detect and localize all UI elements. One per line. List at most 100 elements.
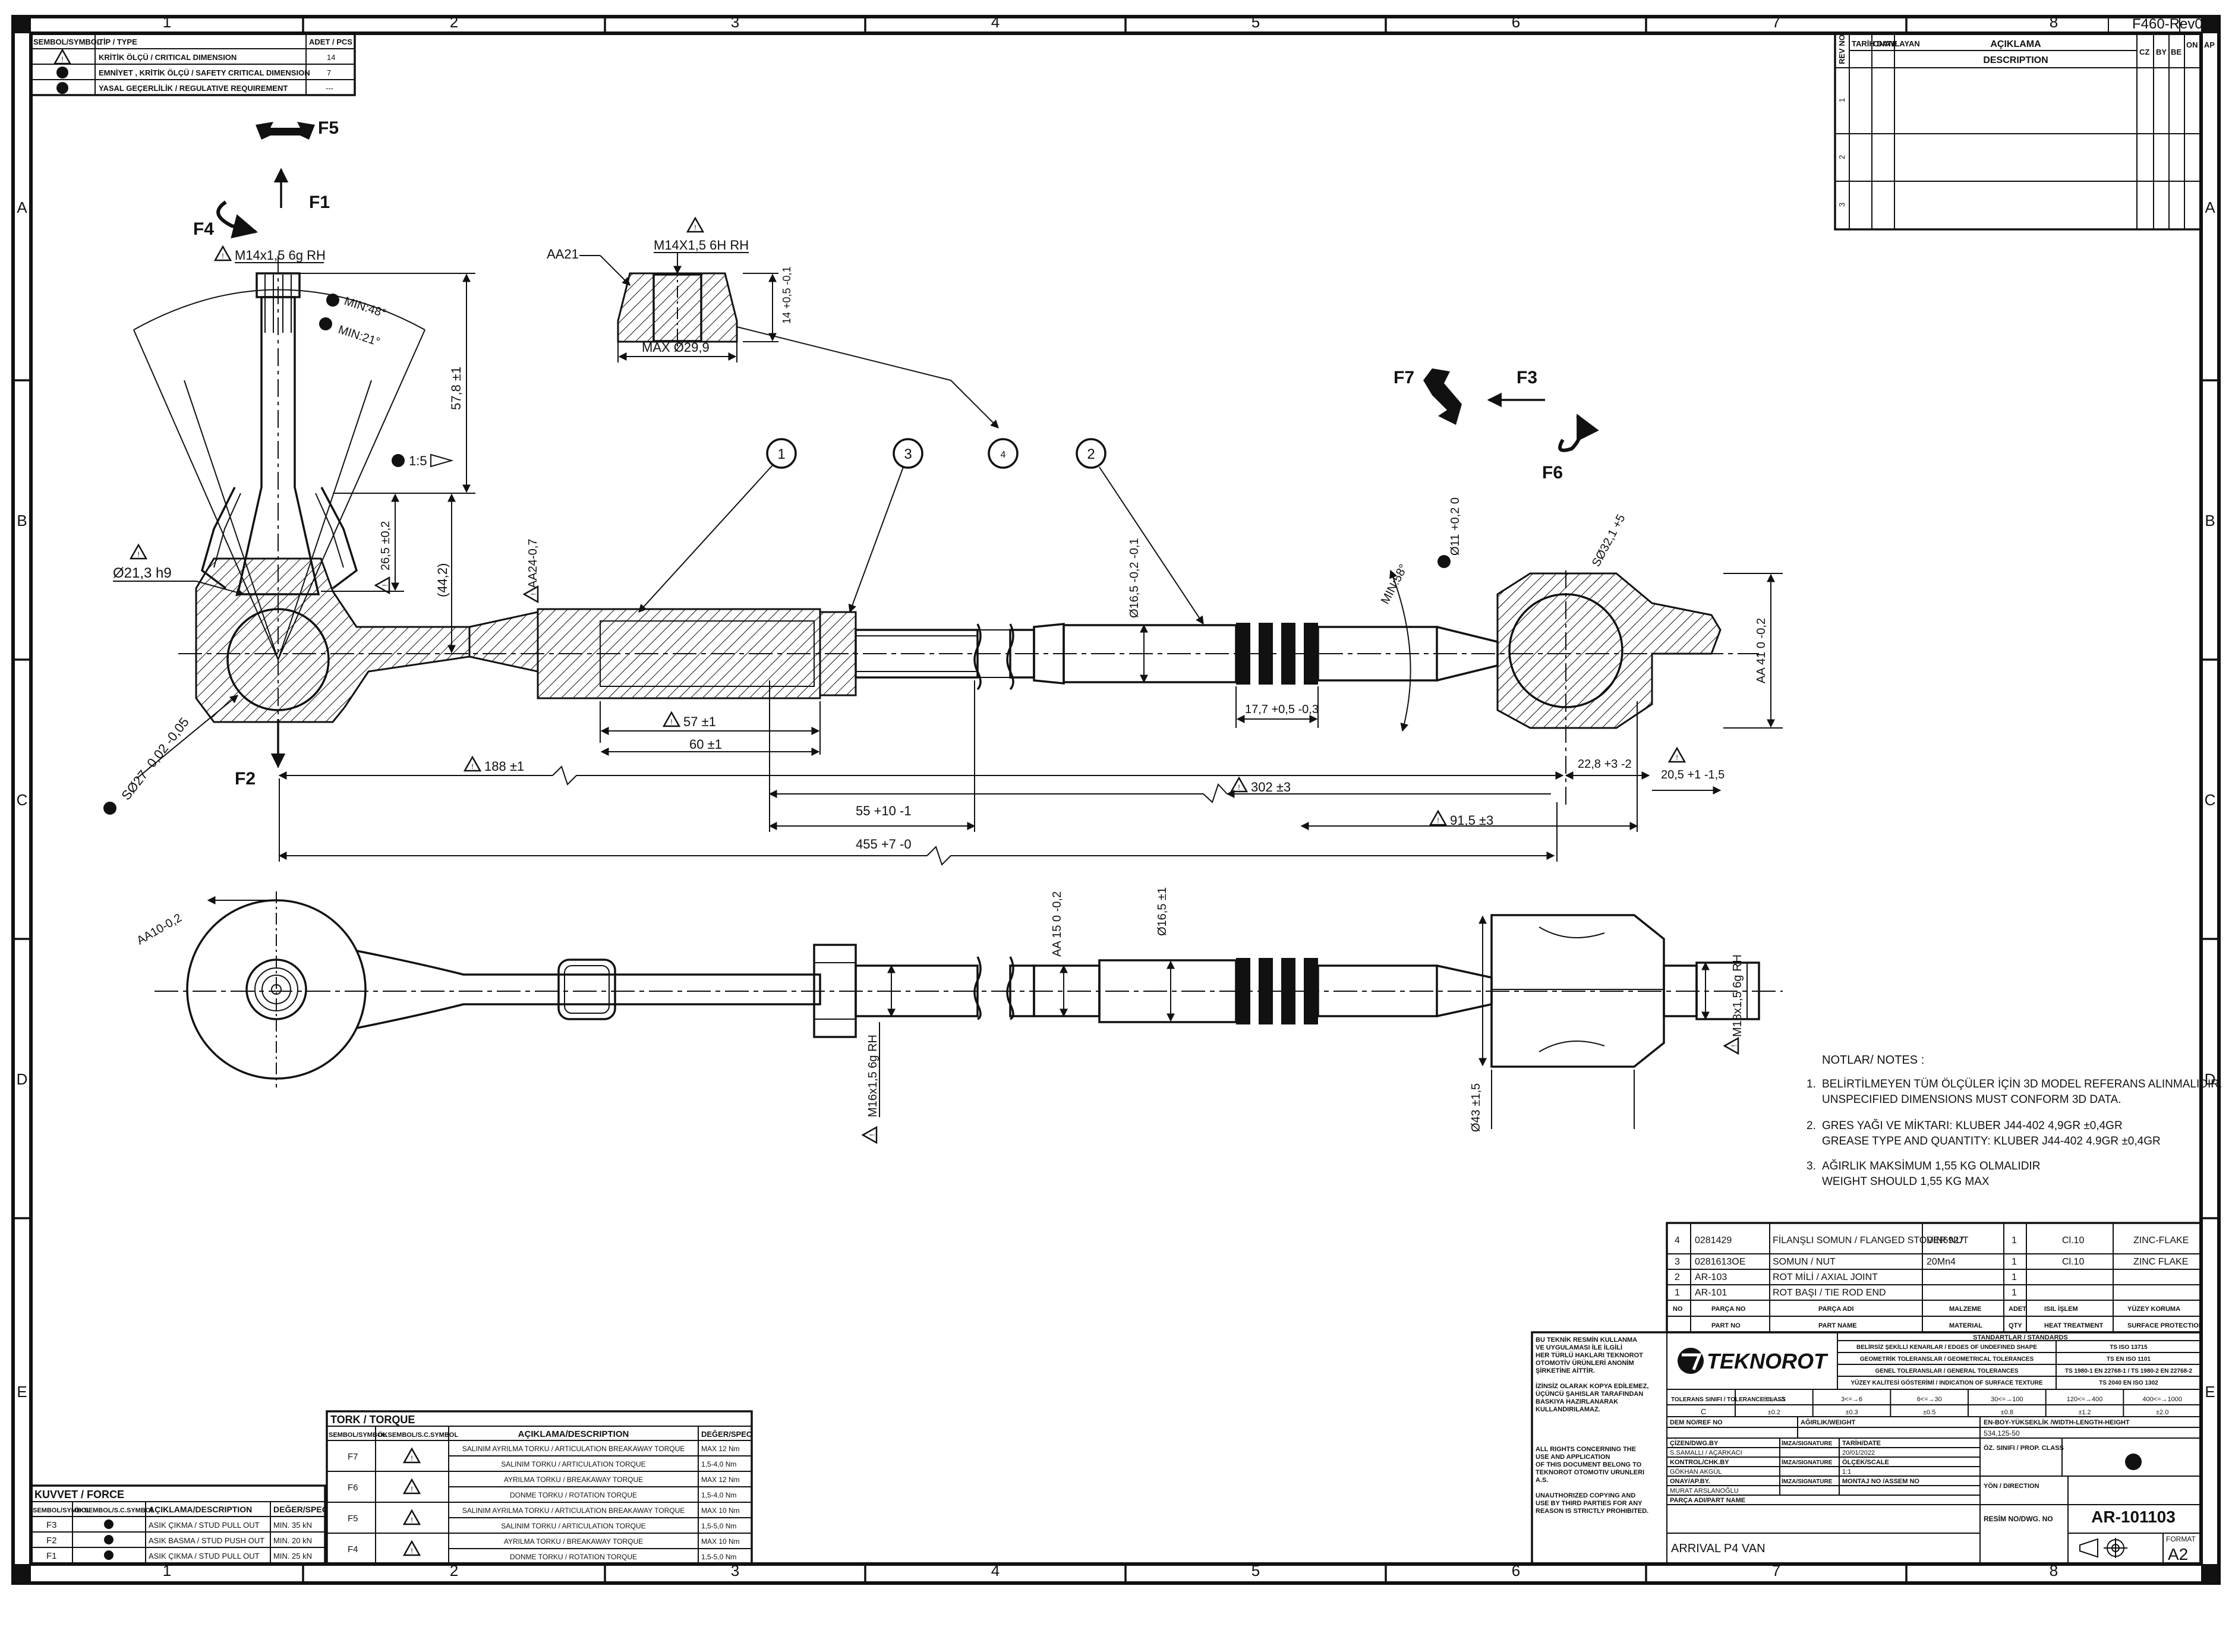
legal-text-en: A.S.: [1536, 1477, 1548, 1484]
prop-label: ÖZ. SINIFI / PROP. CLASS: [1984, 1444, 2064, 1452]
column-label: 7: [1772, 1562, 1780, 1580]
bom-cell-mat: DIN6927: [1927, 1235, 1964, 1246]
rev-row-no: 2: [1837, 155, 1846, 159]
balloon-label: 4: [1001, 450, 1006, 460]
bom-header-tr: YÜZEY KORUMA: [2127, 1305, 2180, 1313]
rev-desc-header-tr: AÇIKLAMA: [1990, 39, 2041, 49]
legal-text-en: ALL RIGHTS CONCERNING THE: [1536, 1446, 1636, 1453]
force-row-spec: MIN. 35 kN: [273, 1521, 312, 1530]
column-label: 4: [991, 1562, 1000, 1580]
column-label: 2: [450, 13, 458, 31]
balloon-label: 1: [777, 446, 785, 462]
legal-text-en: TEKNOROT OTOMOTIV URUNLERI: [1536, 1469, 1644, 1476]
dir-label: YÖN / DIRECTION: [1984, 1482, 2039, 1490]
bom-header-en: HEAT TREATMENT: [2044, 1322, 2103, 1329]
rev-header-by: BY: [2156, 48, 2167, 56]
standard-value: TS 1980-1 EN 22768-1 / TS 1980-2 EN 2276…: [2065, 1368, 2192, 1374]
bom-cell-heat: Cl.10: [2062, 1257, 2084, 1267]
torque-row-spec: 1,5-4,0 Nm: [701, 1491, 736, 1499]
dim-d43: Ø43 ±1,5: [1470, 1083, 1483, 1132]
force-label: F3: [1517, 368, 1537, 387]
column-label: 5: [1251, 13, 1260, 31]
dim-taper: 1:5: [409, 453, 427, 468]
force-header: SEMBOL/SYMBOL: [33, 1507, 90, 1514]
tol-range: 3<=→6: [1841, 1396, 1862, 1403]
dim-165b: Ø16,5 ±1: [1156, 887, 1169, 936]
dim-aa24: AA24-0,7: [527, 539, 540, 588]
bom-header-en: QTY: [2009, 1322, 2022, 1329]
company-name: TEKNOROT: [1707, 1349, 1829, 1373]
legend-header-pcs: ADET / PCS: [309, 37, 352, 46]
column-label: 1: [163, 1562, 171, 1580]
legal-text-tr: BASKIYA HAZIRLANARAK: [1536, 1398, 1618, 1405]
standard-label: GEOMETRİK TOLERANSLAR / GEOMETRICAL TOLE…: [1860, 1355, 2034, 1363]
legend-row-pcs: 14: [327, 53, 335, 62]
torque-row-symbol: F4: [348, 1544, 358, 1555]
force-table-title: KUVVET / FORCE: [34, 1489, 124, 1500]
dim-165: Ø16,5 -0,2 -0,1: [1128, 538, 1141, 618]
bom-header-en: PART NAME: [1818, 1322, 1857, 1329]
torque-row-symbol: F5: [348, 1514, 358, 1524]
bom-cell-name: SOMUN / NUT: [1773, 1257, 1836, 1267]
row-label: B: [17, 512, 27, 529]
rotation-arrow-icon: [216, 200, 258, 239]
dim-228: 22,8 +3 -2: [1578, 758, 1632, 771]
note-number: 3.: [1807, 1160, 1816, 1172]
torque-row-symbol: F6: [348, 1483, 358, 1493]
standard-label: BELİRSİZ ŞEKİLLİ KENARLAR / EDGES OF UND…: [1856, 1343, 2037, 1351]
column-label: 7: [1772, 13, 1780, 31]
section-view: [133, 256, 1759, 808]
force-arrows: F5 F1 F4 F2 F7 F3 F6: [193, 118, 1599, 789]
critical-dimension-icon: [53, 49, 71, 65]
torque-row-desc: AYRILMA TORKU / BREAKAWAY TORQUE: [504, 1476, 643, 1484]
sign-label: İMZA/SIGNATURE: [1782, 1458, 1833, 1466]
torque-table: TORK / TORQUE SEMBOL/SYMBOL ÖKSEMBOL/S.C…: [326, 1410, 753, 1565]
torque-header: SEMBOL/SYMBOL: [329, 1432, 386, 1439]
force-header: ÖKSEMBOL/S.C.SYMBOL: [74, 1506, 155, 1514]
force-row-spec: MIN. 25 kN: [273, 1552, 312, 1560]
legend-row-pcs: ---: [326, 84, 333, 93]
bom-header-en: SURFACE PROTECTION: [2127, 1322, 2203, 1329]
notes: NOTLAR/ NOTES : 1. BELİRTİLMEYEN TÜM ÖLÇ…: [1807, 1054, 2222, 1188]
symbol-legend-table: SEMBOL/SYMBOL TİP / TYPE ADET / PCS KRİT…: [30, 32, 356, 96]
force-header: DEĞER/SPEC: [273, 1504, 328, 1514]
dim-nut-dia: MAX Ø29,9: [642, 340, 710, 355]
size-value: 534,125-50: [1984, 1429, 2020, 1437]
torque-row-desc: DONME TORKU / ROTATION TORQUE: [510, 1553, 637, 1561]
dim-57: 57 ±1: [683, 714, 716, 729]
tol-class: C: [1701, 1407, 1706, 1416]
torque-header: AÇIKLAMA/DESCRIPTION: [518, 1429, 629, 1439]
bom-cell-mat: 20Mn4: [1927, 1257, 1956, 1267]
dim-302: 302 ±3: [1251, 780, 1291, 795]
torque-row-desc: SALINIM TORKU / ARTICULATION TORQUE: [501, 1460, 645, 1468]
bom-cell-no: 4: [1675, 1235, 1680, 1246]
torque-header: DEĞER/SPEC: [701, 1430, 752, 1439]
scale-label: ÖLÇEK/SCALE: [1842, 1458, 1889, 1466]
note-tr: AĞIRLIK MAKSİMUM 1,55 KG OLMALIDIR: [1822, 1159, 2040, 1172]
bom-header-tr: ADET: [2009, 1306, 2026, 1313]
bom-header-en: MATERIAL: [1949, 1322, 1982, 1329]
revision-code: F460-Rev03: [2132, 16, 2211, 32]
column-label: 6: [1512, 13, 1520, 31]
bom-cell-name: ROT BAŞI / TIE ROD END: [1773, 1288, 1886, 1298]
bom-header-tr: PARÇA NO: [1711, 1306, 1746, 1313]
rev-header-revno: REV NO: [1837, 34, 1846, 64]
approved-by: MURAT ARSLANOĞLU: [1670, 1487, 1739, 1495]
dim-d11: Ø11 +0,2 0: [1449, 497, 1462, 556]
sign-label: İMZA/SIGNATURE: [1782, 1477, 1833, 1485]
torque-row-desc: SALINIM AYRILMA TORKU / ARTICULATION BRE…: [462, 1445, 685, 1453]
dim-60: 60 ±1: [689, 737, 722, 752]
bom-cell-heat: Cl.10: [2062, 1235, 2084, 1246]
part-name-label: PARÇA ADI/PART NAME: [1670, 1497, 1745, 1504]
row-label: E: [17, 1383, 27, 1401]
rev-desc-header-en: DESCRIPTION: [1983, 55, 2048, 65]
bom-cell-no: 3: [1675, 1257, 1680, 1267]
tol-value: ±0.5: [1923, 1409, 1935, 1416]
legal-text-tr: OTOMOTİV ÜRÜNLERİ ANONİM: [1536, 1359, 1634, 1367]
rev-header-approver: ONAYLAYAN: [1873, 39, 1920, 48]
part-name: ARRIVAL P4 VAN: [1671, 1542, 1766, 1555]
row-label: D: [17, 1070, 28, 1088]
dim-442: (44,2): [435, 563, 450, 597]
revision-table: REV NO TARİH DATE ONAYLAYAN AÇIKLAMA DES…: [1834, 32, 2215, 231]
force-label: F7: [1394, 368, 1414, 387]
